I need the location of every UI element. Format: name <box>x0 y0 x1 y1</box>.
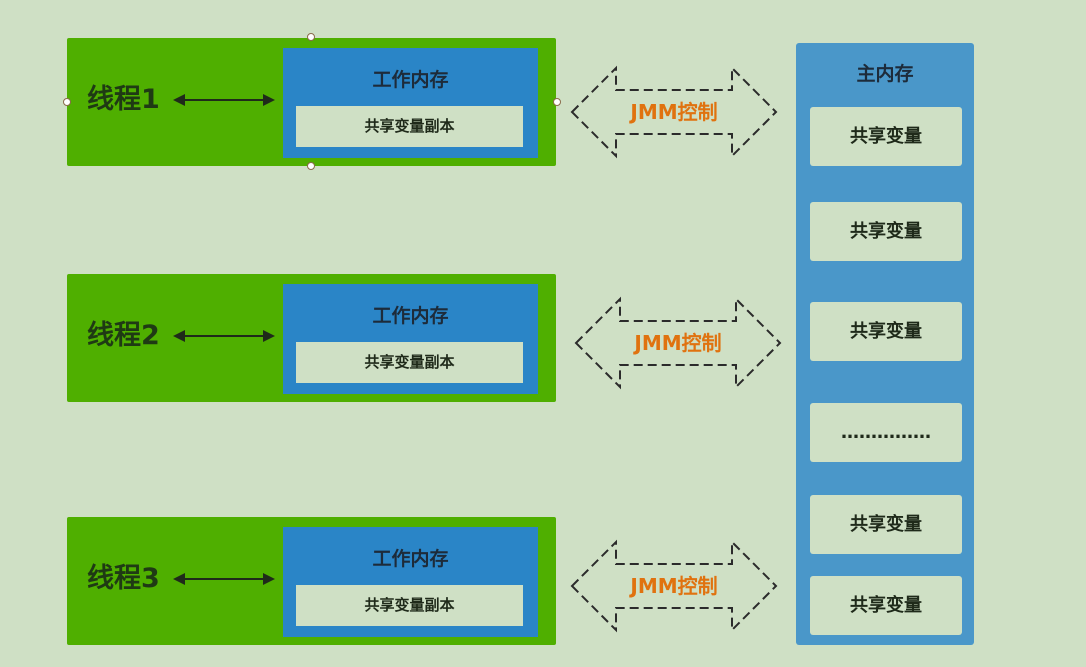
shared-variable: 共享变量 <box>810 495 962 554</box>
thread-box-2[interactable]: 线程2 工作内存 共享变量副本 <box>67 274 556 402</box>
selection-handle[interactable] <box>307 162 315 170</box>
jmm-control-label: JMM控制 <box>634 331 722 355</box>
main-memory-box[interactable]: 主内存 共享变量 共享变量 共享变量 …………… 共享变量 共享变量 <box>796 43 974 645</box>
dashed-double-arrow-icon <box>570 539 778 633</box>
selection-handle[interactable] <box>307 33 315 41</box>
dashed-double-arrow-icon <box>570 65 778 159</box>
jmm-control-arrow-3[interactable]: JMM控制 <box>570 539 778 633</box>
thread-box-3[interactable]: 线程3 工作内存 共享变量副本 <box>67 517 556 645</box>
work-memory-title: 工作内存 <box>372 548 449 570</box>
bidirectional-arrow-icon <box>173 573 275 585</box>
selection-handle[interactable] <box>553 98 561 106</box>
work-memory-box: 工作内存 共享变量副本 <box>283 284 538 394</box>
work-memory-box: 工作内存 共享变量副本 <box>283 527 538 637</box>
work-memory-title: 工作内存 <box>372 69 449 91</box>
thread-label: 线程2 <box>87 320 160 351</box>
shared-variable-copy: 共享变量副本 <box>296 342 523 383</box>
dashed-double-arrow-icon <box>574 296 782 390</box>
shared-variable: 共享变量 <box>810 302 962 361</box>
shared-variable-copy: 共享变量副本 <box>296 106 523 147</box>
shared-variable: 共享变量 <box>810 576 962 635</box>
jmm-control-arrow-1[interactable]: JMM控制 <box>570 65 778 159</box>
shared-variable-copy: 共享变量副本 <box>296 585 523 626</box>
shared-variable: 共享变量 <box>810 202 962 261</box>
selection-handle[interactable] <box>63 98 71 106</box>
work-memory-box: 工作内存 共享变量副本 <box>283 48 538 158</box>
bidirectional-arrow-icon <box>173 330 275 342</box>
work-memory-title: 工作内存 <box>372 305 449 327</box>
shared-variable: 共享变量 <box>810 107 962 166</box>
jmm-control-label: JMM控制 <box>630 574 718 598</box>
jmm-control-arrow-2[interactable]: JMM控制 <box>574 296 782 390</box>
thread-box-1[interactable]: 线程1 工作内存 共享变量副本 <box>67 38 556 166</box>
thread-label: 线程1 <box>87 84 160 115</box>
shared-variable-ellipsis: …………… <box>810 403 962 462</box>
thread-label: 线程3 <box>87 563 160 594</box>
main-memory-title: 主内存 <box>856 63 914 85</box>
bidirectional-arrow-icon <box>173 94 275 106</box>
jmm-control-label: JMM控制 <box>630 100 718 124</box>
